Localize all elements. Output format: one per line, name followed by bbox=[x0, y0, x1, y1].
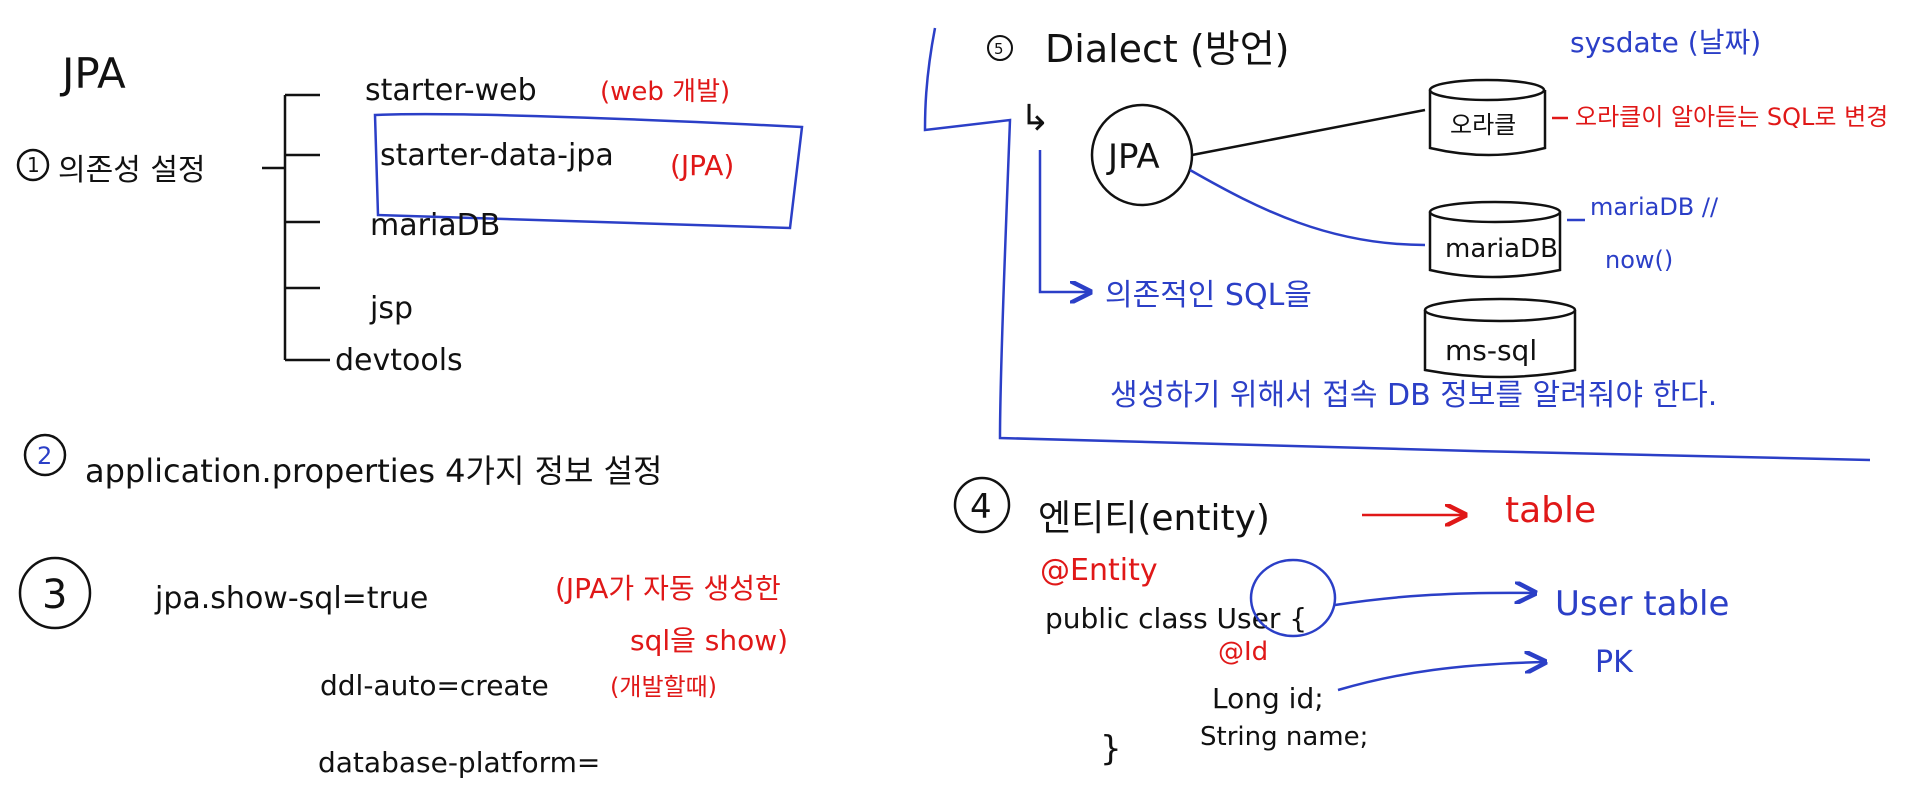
class-close-brace: } bbox=[1100, 729, 1122, 769]
arrow-glyph: ↳ bbox=[1020, 98, 1050, 139]
dep-jsp: jsp bbox=[369, 291, 413, 326]
field-name: String name; bbox=[1200, 722, 1368, 752]
id-to-pk-arrow bbox=[1337, 662, 1545, 692]
dep-devtools: devtools bbox=[335, 343, 463, 378]
field-id: Long id; bbox=[1212, 682, 1324, 715]
prop-ddl-auto: ddl-auto=create bbox=[320, 669, 549, 702]
db-mssql-label: ms-sql bbox=[1445, 334, 1537, 367]
note-show-sql-line2: sql을 show) bbox=[630, 624, 788, 657]
step3-number-circle bbox=[18, 556, 92, 630]
jpa-to-oracle-line bbox=[1191, 108, 1426, 157]
jpa-heading: JPA bbox=[59, 49, 126, 98]
prop-database-platform: database-platform= bbox=[318, 746, 600, 779]
starter-data-jpa-highlight-box bbox=[373, 112, 804, 230]
class-declaration: public class User { bbox=[1045, 602, 1307, 635]
step1-dependency-setup: 1 의존성 설정 starter-web (web 개발) starter-da… bbox=[16, 73, 804, 378]
note-oracle-sysdate: sysdate (날짜) bbox=[1570, 26, 1761, 59]
prop-show-sql: jpa.show-sql=true bbox=[154, 581, 428, 616]
jpa-node-label: JPA bbox=[1106, 137, 1160, 177]
user-table-label: User table bbox=[1555, 584, 1729, 624]
step4-number-circle bbox=[953, 476, 1011, 534]
dep-starter-data-jpa: starter-data-jpa bbox=[380, 138, 614, 173]
step4-number: 4 bbox=[970, 487, 992, 527]
note-maria-name: mariaDB // bbox=[1590, 193, 1719, 221]
step1-label: 의존성 설정 bbox=[58, 153, 206, 188]
note-dependent-sql: 의존적인 SQL을 bbox=[1105, 278, 1312, 313]
step2-text: application.properties 4가지 정보 설정 bbox=[85, 452, 663, 490]
entity-title: 엔티티(entity) bbox=[1038, 498, 1270, 539]
user-to-table-arrow bbox=[1334, 593, 1535, 607]
dep-mariadb: mariaDB bbox=[370, 208, 500, 243]
jpa-down-to-note-arrow bbox=[1038, 150, 1090, 292]
step2-number: 2 bbox=[37, 442, 52, 470]
note-jpa: (JPA) bbox=[670, 149, 734, 182]
step2-number-circle bbox=[23, 433, 67, 477]
step4-entity: 4 엔티티(entity) table @Entity public class… bbox=[953, 476, 1729, 769]
db-mssql: ms-sql bbox=[1423, 297, 1577, 379]
note-maria-now: now() bbox=[1605, 246, 1673, 274]
step-dialect: 5 Dialect (방언) ↳ JPA 오라클 mariaDB ms-sql … bbox=[987, 26, 1888, 413]
db-oracle-label: 오라클 bbox=[1450, 111, 1516, 139]
jpa-to-mariadb-line bbox=[1189, 168, 1426, 247]
pk-label: PK bbox=[1595, 645, 1634, 680]
dialect-number-circle bbox=[987, 35, 1013, 61]
db-mariadb-label: mariaDB bbox=[1445, 234, 1558, 264]
note-ddl-dev: (개발할때) bbox=[610, 673, 717, 701]
dialect-number: 5 bbox=[994, 40, 1004, 58]
id-annotation: @Id bbox=[1218, 637, 1268, 667]
step1-number: 1 bbox=[27, 153, 40, 177]
step1-number-circle bbox=[16, 148, 50, 182]
note-web-dev: (web 개발) bbox=[600, 77, 730, 107]
dependency-tree-bracket bbox=[262, 93, 330, 362]
step3-number: 3 bbox=[42, 572, 67, 618]
user-class-circle bbox=[1249, 558, 1337, 638]
dep-starter-web: starter-web bbox=[365, 73, 537, 108]
dialect-title: Dialect (방언) bbox=[1045, 27, 1289, 71]
entity-annotation: @Entity bbox=[1040, 553, 1158, 588]
step2-application-properties: 2 application.properties 4가지 정보 설정 bbox=[23, 433, 663, 490]
note-show-sql-line1: (JPA가 자동 생성한 bbox=[555, 572, 781, 605]
table-label: table bbox=[1505, 490, 1596, 531]
db-mariadb: mariaDB bbox=[1428, 200, 1562, 279]
db-oracle: 오라클 bbox=[1428, 78, 1547, 157]
dialect-section-border bbox=[923, 27, 1871, 462]
step3-properties-values: 3 jpa.show-sql=true (JPA가 자동 생성한 sql을 sh… bbox=[18, 556, 788, 779]
note-db-info-required: 생성하기 위해서 접속 DB 정보를 알려줘야 한다. bbox=[1110, 378, 1717, 413]
note-oracle-translate: 오라클이 알아듣는 SQL로 변경 bbox=[1575, 103, 1888, 131]
